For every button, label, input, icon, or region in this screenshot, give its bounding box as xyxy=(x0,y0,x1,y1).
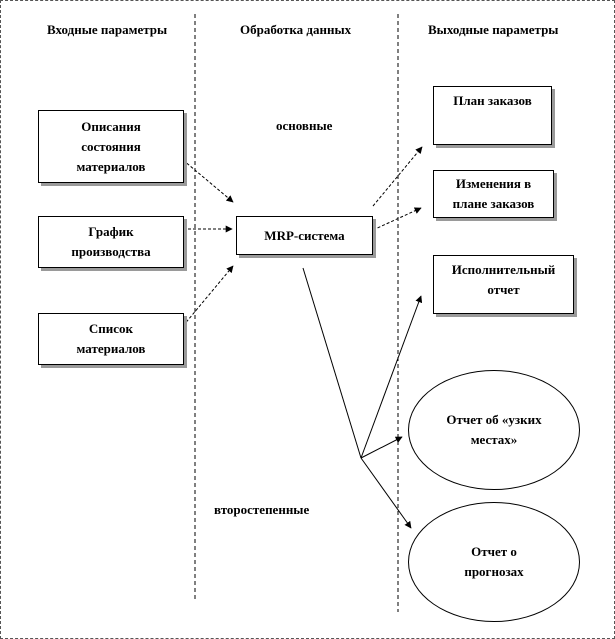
column-title-output: Выходные параметры xyxy=(428,22,559,37)
mrp-system-box: MRP-система xyxy=(236,216,373,255)
input-production-schedule-box: График производства xyxy=(38,216,184,268)
column-title-input: Входные параметры xyxy=(47,22,168,37)
label-primary: основные xyxy=(276,118,333,133)
output-bottleneck-report-ellipse: Отчет об «узких местах» xyxy=(408,370,580,490)
output-forecast-report-ellipse: Отчет о прогнозах xyxy=(408,502,580,622)
output-order-plan-box: План заказов xyxy=(433,86,552,145)
input-materials-state-box: Описания состояния материалов xyxy=(38,110,184,183)
output-execution-report-box: Исполнительный отчет xyxy=(433,255,574,314)
column-title-processing: Обработка данных xyxy=(240,22,352,37)
output-plan-changes-box: Изменения в плане заказов xyxy=(433,170,554,218)
label-secondary: второстепенные xyxy=(214,502,310,517)
input-materials-list-box: Список материалов xyxy=(38,313,184,365)
